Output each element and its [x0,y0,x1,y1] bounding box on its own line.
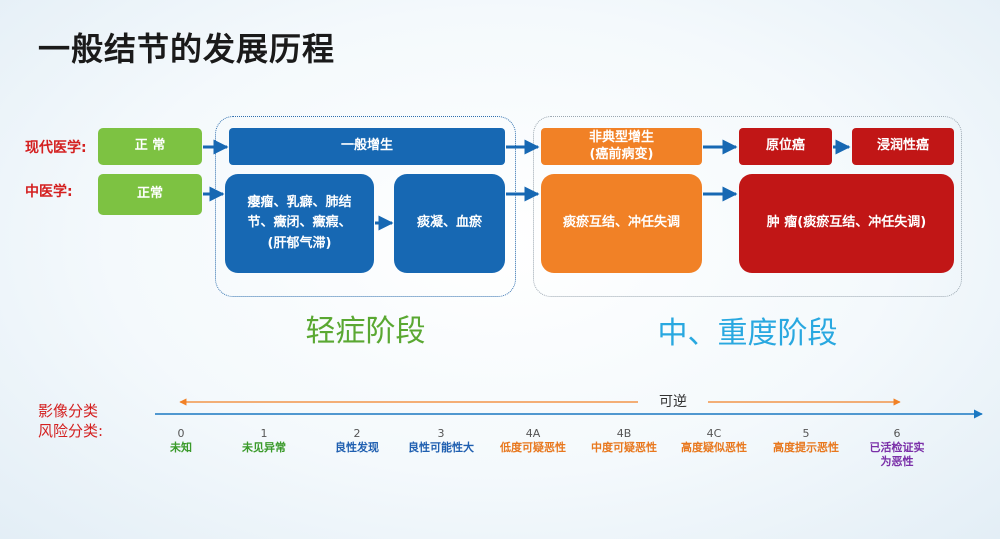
risk-tick-number: 6 [893,427,901,440]
row-label-tcm: 中医学: [25,184,73,200]
risk-tick-number: 4A [525,427,541,440]
severe-stage-group [533,116,962,297]
tcm-tumor-box: 肿 瘤(痰瘀互结、冲任失调) [739,174,954,273]
risk-tick-text: 高度疑似恶性 [681,440,747,454]
risk-tick-text: 未知 [170,440,192,454]
risk-tick-number: 1 [260,427,268,440]
modern-hyperplasia-box: 一般增生 [229,128,505,165]
stage-severe-label: 中、重度阶段 [657,316,838,351]
stage-mild-label: 轻症阶段 [305,314,426,349]
risk-tick-number: 4C [706,427,722,440]
risk-tick-text: 良性可能性大 [408,440,474,454]
tcm-normal-box: 正常 [98,174,202,215]
risk-tick-text: 低度可疑恶性 [500,440,566,454]
risk-tick-number: 5 [802,427,810,440]
risk-tick-number: 3 [437,427,445,440]
reversible-label: 可逆 [659,394,687,410]
risk-classification-label: 风险分类: [38,422,104,440]
page-title: 一般结节的发展历程 [38,30,336,68]
risk-tick-number: 2 [353,427,361,440]
risk-tick-text: 高度提示恶性 [773,440,839,454]
modern-invasive-box: 浸润性癌 [852,128,954,165]
risk-tick-number: 0 [177,427,185,440]
imaging-classification-label: 影像分类 [38,402,99,420]
risk-tick-text: 良性发现 [335,440,379,454]
risk-tick-number: 4B [616,427,632,440]
tcm-early-box: 瘿瘤、乳癖、肺结 节、癥闭、癥瘕、 (肝郁气滞) [225,174,374,273]
modern-atypical-box: 非典型增生 (癌前病变) [541,128,702,165]
mild-stage-group [215,116,516,297]
modern-cis-box: 原位癌 [739,128,832,165]
risk-tick-text: 未见异常 [242,440,286,454]
row-label-modern: 现代医学: [25,140,87,156]
tcm-mid-box: 痰瘀互结、冲任失调 [541,174,702,273]
modern-normal-box: 正 常 [98,128,202,165]
risk-tick-text: 已活检证实 为恶性 [869,440,925,468]
risk-tick-text: 中度可疑恶性 [591,440,657,454]
tcm-stasis-box: 痰凝、血瘀 [394,174,505,273]
